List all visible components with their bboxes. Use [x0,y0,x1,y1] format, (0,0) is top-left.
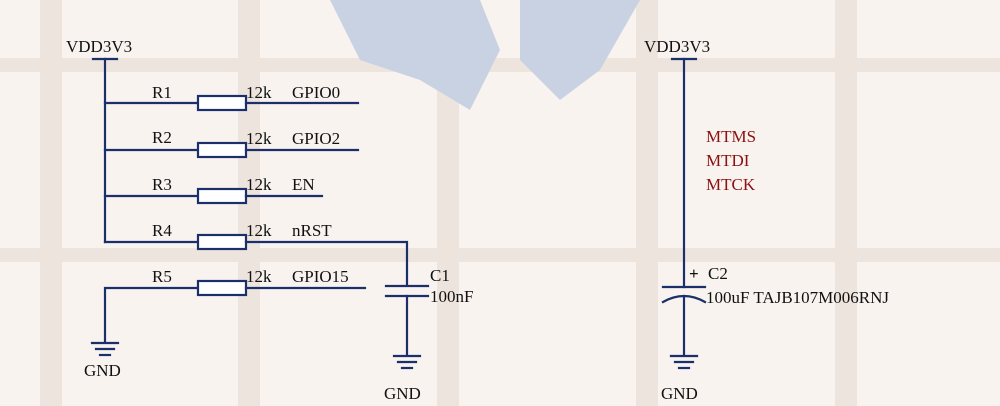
c2-value: 100uF TAJB107M006RNJ [706,288,889,307]
gnd-symbol-c2: GND [661,354,699,403]
gnd-left-label: GND [84,361,121,380]
resistor-r2: R2 12k GPIO2 [103,128,360,159]
vdd-right-label: VDD3V3 [644,37,710,56]
capacitor-c1: C1 100nF [384,266,473,357]
jtag-net-mtms: MTMS [706,127,756,146]
jtag-net-mtdi: MTDI [706,151,750,170]
r5-net: GPIO15 [292,267,349,286]
capacitor-c2: + C2 100uF TAJB107M006RNJ [661,264,889,357]
resistor-r1: R1 12k GPIO0 [103,83,360,112]
r4-value: 12k [246,221,272,240]
watermark-logo-shape [330,0,500,110]
r1-ref: R1 [152,83,172,102]
c1-ref: C1 [430,266,450,285]
resistor-r5: R5 12k GPIO15 [103,267,367,344]
r5-value: 12k [246,267,272,286]
gnd-c2-label: GND [661,384,698,403]
vdd-left-label: VDD3V3 [66,37,132,56]
r1-net: GPIO0 [292,83,340,102]
jtag-net-mtck: MTCK [706,175,756,194]
r1-value: 12k [246,83,272,102]
resistor-r3: R3 12k EN [103,175,324,205]
jtag-net-labels: MTMS MTDI MTCK [706,127,756,194]
r4-net: nRST [292,221,332,240]
gnd-symbol-c1: GND [384,354,422,403]
resistor-r4: R4 12k nRST [103,221,409,287]
watermark-logo-shape-2 [520,0,640,100]
r2-net: GPIO2 [292,129,340,148]
r4-ref: R4 [152,221,172,240]
gnd-c1-label: GND [384,384,421,403]
r3-ref: R3 [152,175,172,194]
r3-net: EN [292,175,315,194]
r2-value: 12k [246,129,272,148]
r5-ref: R5 [152,267,172,286]
r3-value: 12k [246,175,272,194]
c1-value: 100nF [430,287,473,306]
c2-ref: C2 [708,264,728,283]
c2-polarity: + [689,264,699,283]
gnd-symbol-left: GND [84,341,121,380]
r2-ref: R2 [152,128,172,147]
